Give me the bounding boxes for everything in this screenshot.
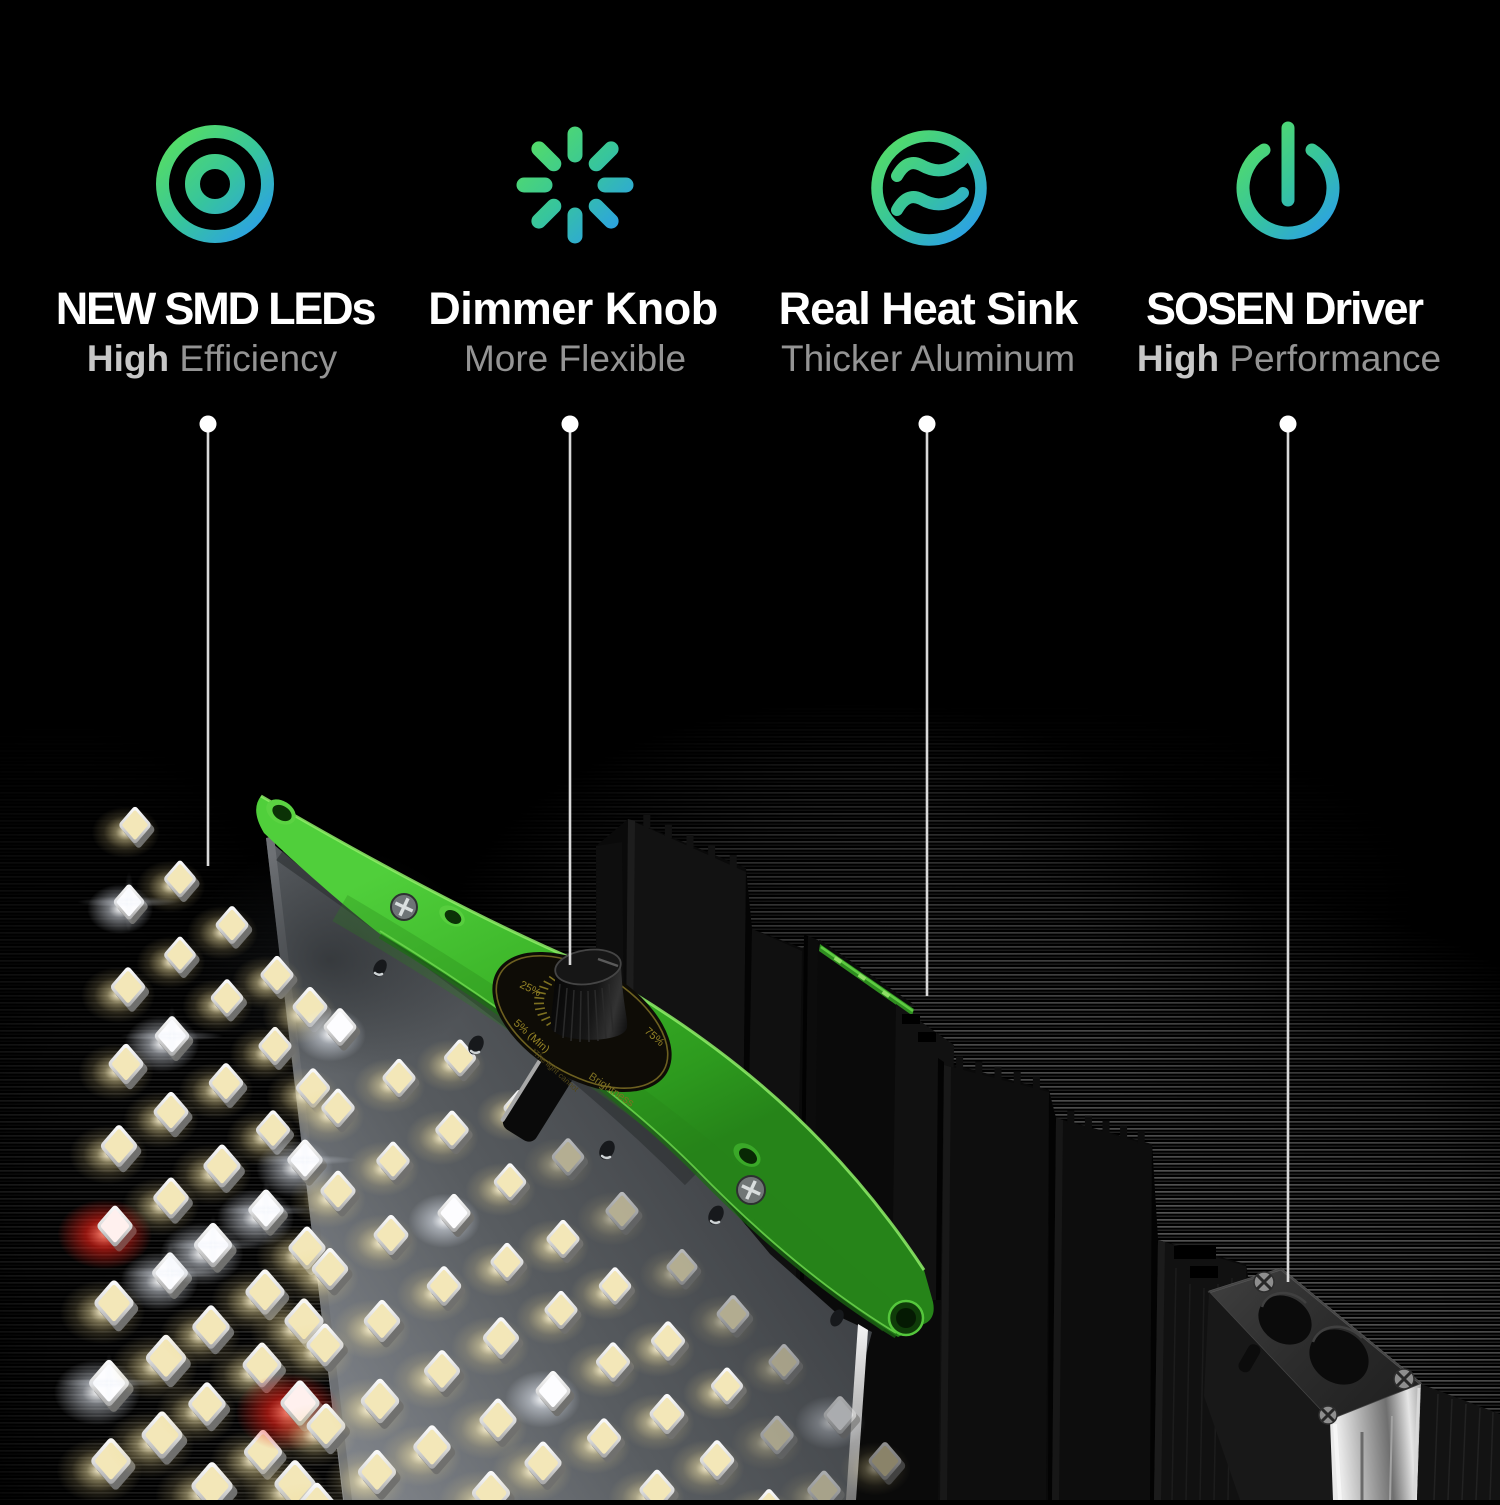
svg-text:More Flexible: More Flexible (464, 338, 686, 379)
svg-text:SOSEN Driver: SOSEN Driver (1146, 283, 1424, 334)
svg-text:High Efficiency: High Efficiency (87, 338, 338, 379)
svg-text:Real Heat Sink: Real Heat Sink (779, 283, 1080, 334)
svg-text:High Performance: High Performance (1137, 338, 1441, 379)
svg-text:NEW SMD LEDs: NEW SMD LEDs (56, 283, 376, 334)
svg-text:Thicker Aluminum: Thicker Aluminum (781, 338, 1075, 379)
svg-text:Dimmer Knob: Dimmer Knob (428, 283, 718, 334)
